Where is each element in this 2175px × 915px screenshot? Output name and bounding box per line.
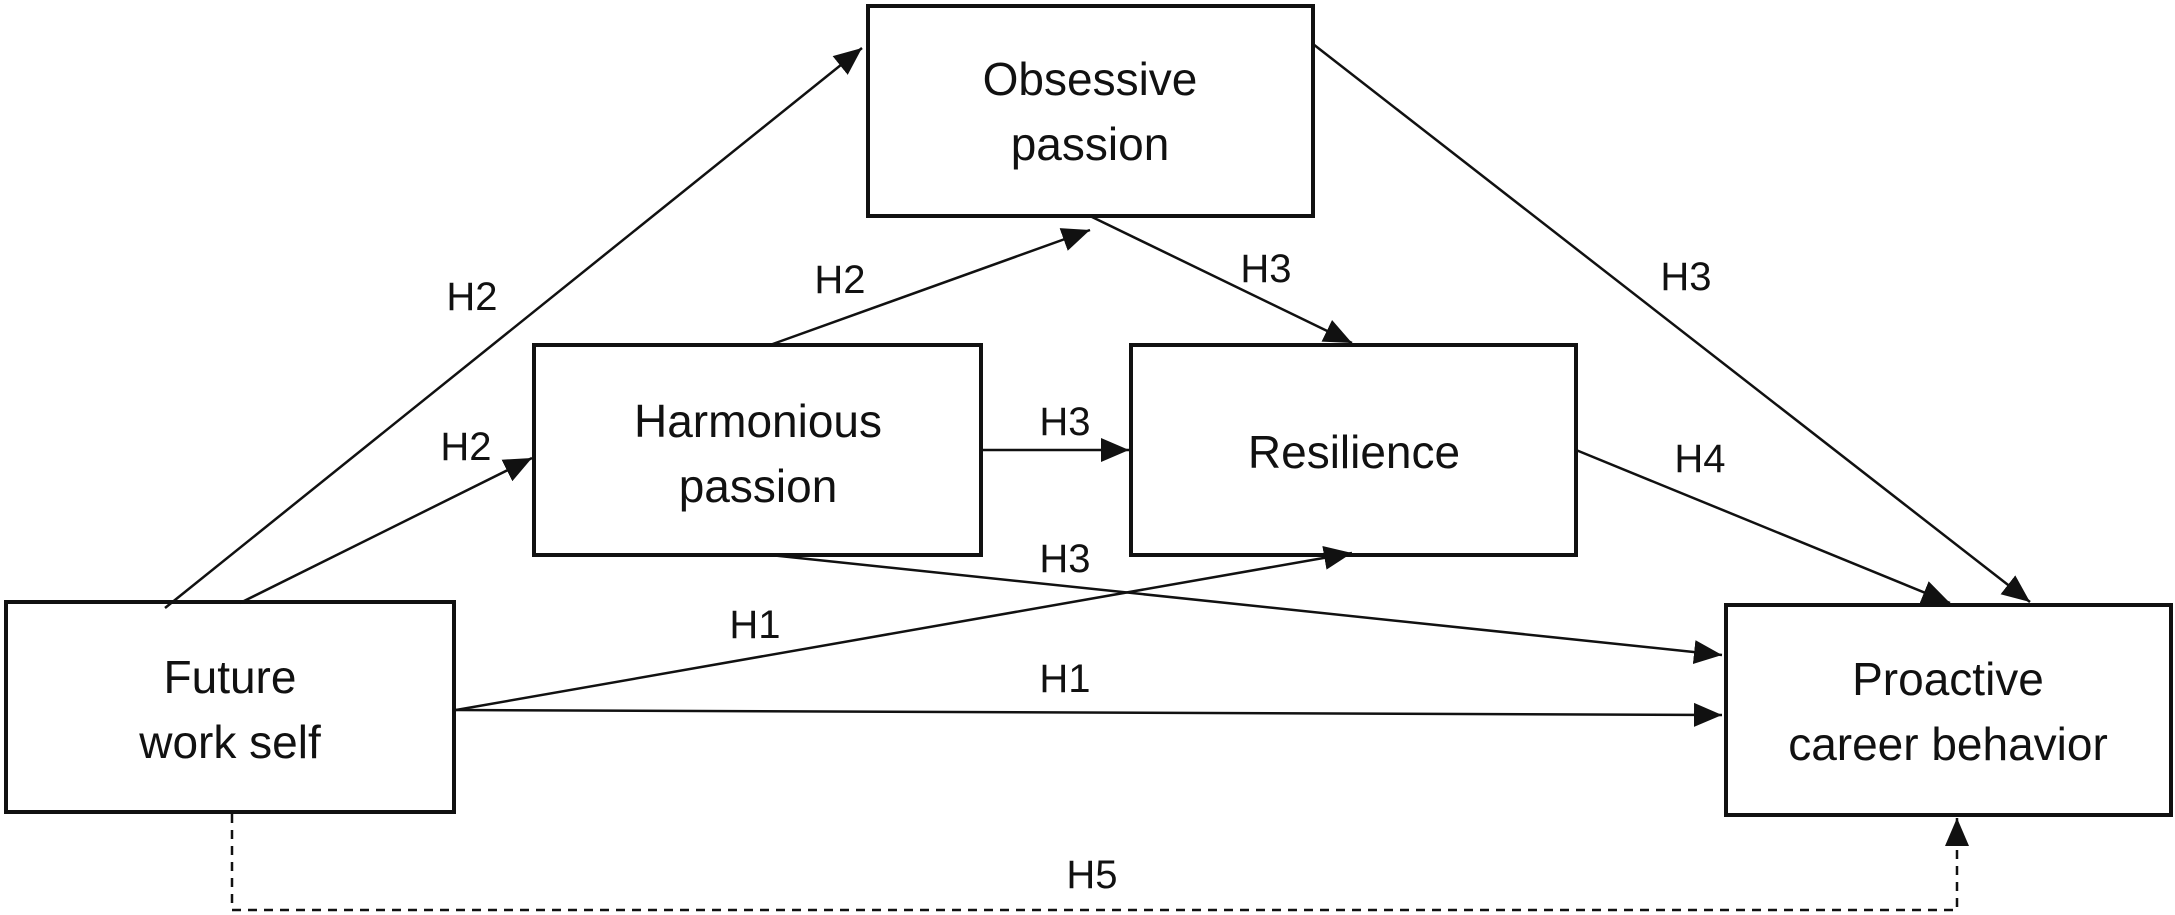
edge-fws-to-op [164, 47, 863, 609]
edge-op-to-pcb [1312, 43, 2031, 603]
node-label-line2: career behavior [1788, 718, 2108, 770]
edge-fws-to-pcb-indirect [230, 814, 1969, 912]
edge-label-fws-to-pcb: H1 [1039, 657, 1090, 701]
node-label-line1: Proactive [1852, 653, 2044, 705]
edge-hp-to-pcb [769, 553, 1723, 665]
node-box [1724, 603, 2173, 817]
edge-label-hp-to-pcb: H3 [1039, 537, 1090, 581]
node-box [4, 600, 456, 814]
edge-label-op-to-res: H3 [1240, 247, 1291, 291]
node-label-line2: work self [138, 716, 321, 768]
edge-label-fws-to-res: H1 [729, 603, 780, 647]
node-obsessive-passion: Obsessive passion [866, 4, 1315, 218]
node-label-line2: passion [1011, 118, 1170, 170]
edge-res-to-pcb [1575, 448, 1951, 605]
edge-label-hp-to-op: H2 [814, 258, 865, 302]
edge-hp-to-op [769, 228, 1091, 347]
edge-label-fws-to-hp: H2 [440, 425, 491, 469]
edge-label-op-to-pcb: H3 [1660, 255, 1711, 299]
node-box [866, 4, 1315, 218]
node-label-line1: Future [164, 651, 297, 703]
node-box [1129, 343, 1578, 557]
node-harmonious-passion: Harmonious passion [532, 343, 983, 557]
edge-fws-to-pcb [455, 702, 1723, 727]
node-label-line1: Obsessive [983, 53, 1198, 105]
node-future-work-self: Future work self [4, 600, 456, 814]
node-label-line1: Harmonious [634, 395, 882, 447]
edge-fws-to-res [455, 546, 1353, 712]
node-label-line2: passion [679, 460, 838, 512]
node-resilience: Resilience [1129, 343, 1578, 557]
edge-label-res-to-pcb: H4 [1674, 437, 1725, 481]
edge-fws-to-hp [239, 456, 533, 605]
node-proactive-career-behavior: Proactive career behavior [1724, 603, 2173, 817]
edge-label-fws-to-pcb-indirect: H5 [1066, 853, 1117, 897]
node-box [532, 343, 983, 557]
node-label-line1: Resilience [1248, 426, 1460, 478]
edge-label-fws-to-op: H2 [446, 275, 497, 319]
edge-op-to-res [1089, 214, 1353, 345]
edge-label-hp-to-res: H3 [1039, 400, 1090, 444]
